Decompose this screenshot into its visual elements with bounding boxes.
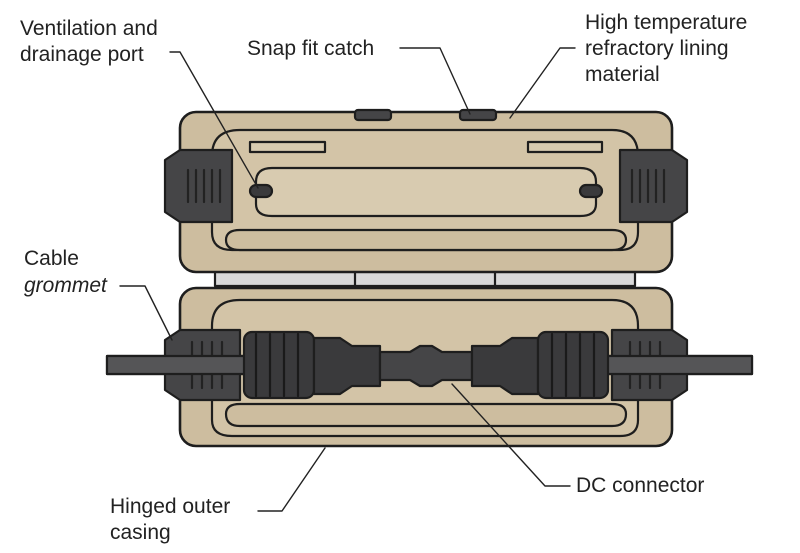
leader-snap-fit: [399, 47, 471, 115]
upper-casing-half: [163, 108, 689, 274]
label-snap-fit-catch: Snap fit catch: [247, 37, 375, 60]
vent-port-left: [248, 183, 274, 199]
label-hinged-casing: Hinged outer casing: [110, 495, 231, 544]
label-dc-connector: DC connector: [576, 474, 705, 497]
leader-lining: [509, 47, 576, 119]
leader-lines: [119, 47, 576, 512]
leader-grommet: [119, 285, 173, 341]
vent-port-right: [578, 183, 604, 199]
leader-dc-connector: [451, 383, 571, 487]
label-cable-grommet-line2: grommet: [24, 274, 107, 297]
grommet-upper-right: [618, 148, 689, 224]
dc-connector: [242, 330, 610, 400]
leader-casing: [257, 447, 326, 512]
leader-ventilation: [169, 51, 259, 189]
label-ventilation-port: Ventilation and drainage port: [20, 17, 158, 66]
grommet-upper-left: [163, 148, 234, 224]
grommet-lower-right: [603, 328, 754, 402]
snap-catch-right: [458, 108, 498, 122]
snap-catch-left: [353, 108, 393, 122]
grommet-lower-left: [105, 328, 249, 402]
label-cable-grommet-line1: Cable: [24, 247, 79, 270]
label-refractory-lining: High temperature refractory lining mater…: [585, 11, 748, 86]
